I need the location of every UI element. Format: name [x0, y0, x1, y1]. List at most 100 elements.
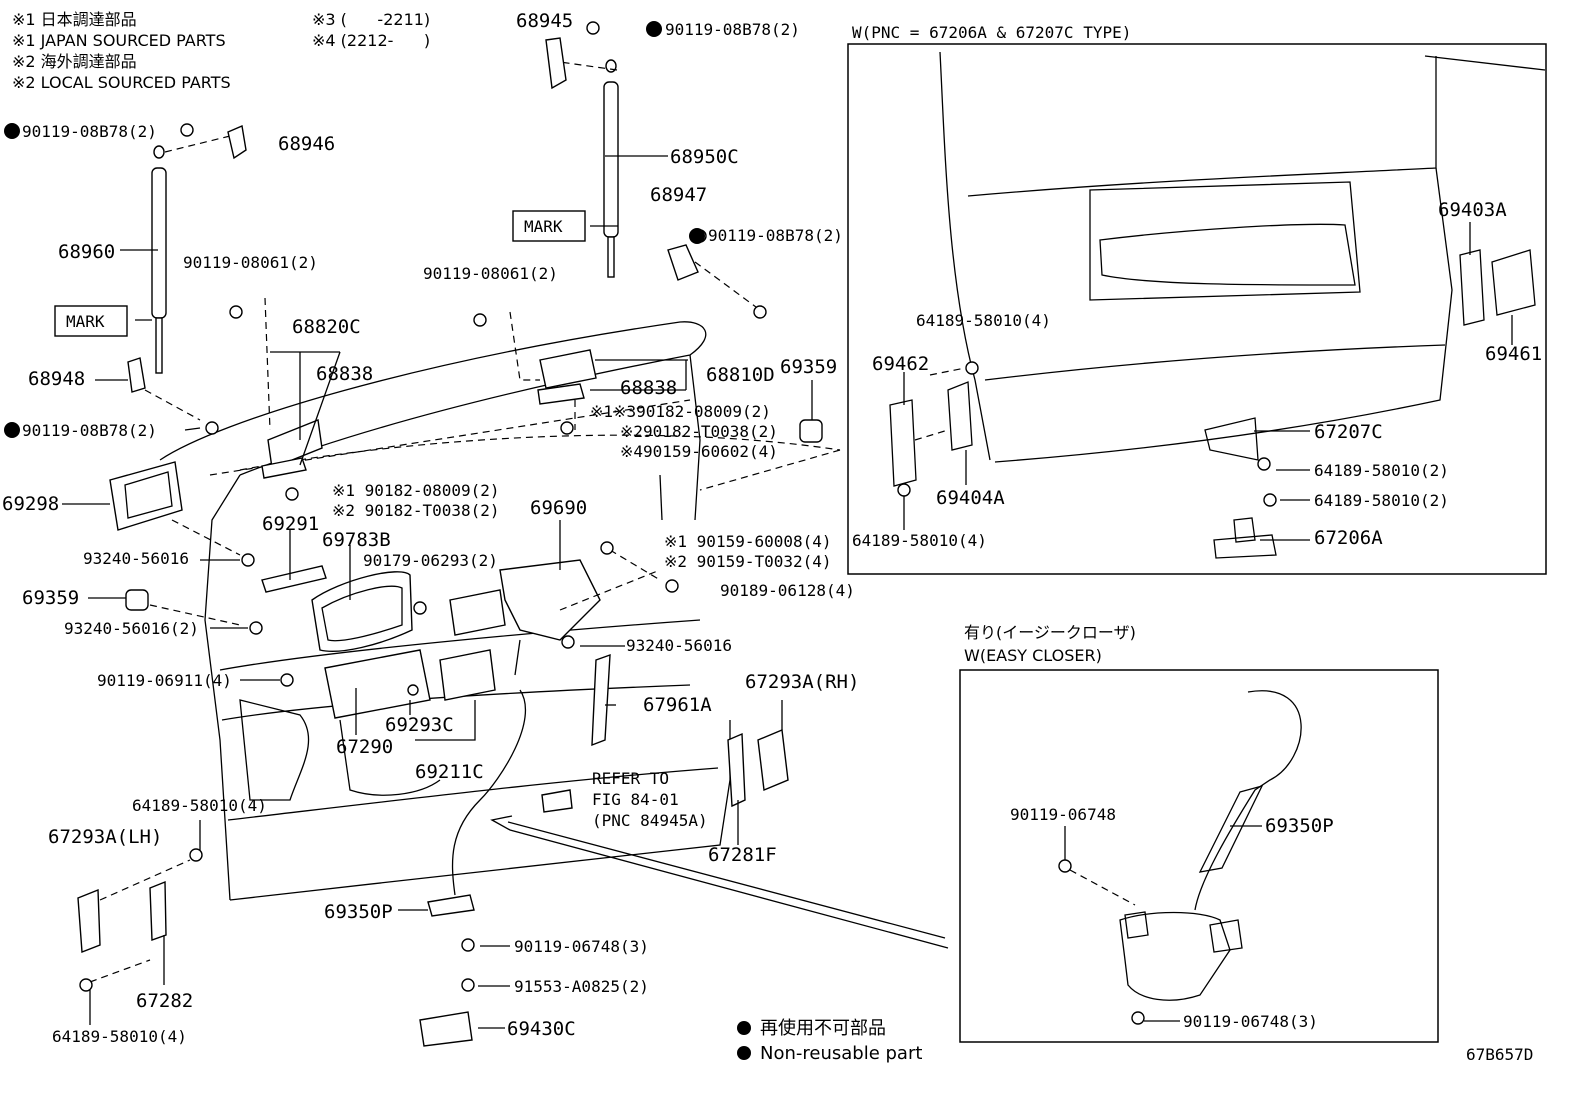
part-label: 90119-08B78(2) [665, 20, 800, 39]
part-label: 69298 [2, 493, 59, 515]
closer-69350P [427, 689, 527, 917]
part-label: 69461 [1485, 343, 1542, 365]
part-label: 69783B [322, 529, 391, 551]
switch-67961A [591, 653, 611, 747]
part-label: 93240-56016(2) [64, 619, 199, 638]
part-label: 64189-58010(2) [1314, 491, 1449, 510]
part-label: ※1 90159-60008(4) [664, 532, 832, 551]
inset-pnc-type: W(PNC = 67206A & 67207C TYPE) 69403A 641… [847, 23, 1547, 575]
reference-arrow [490, 815, 949, 949]
part-label: 90119-08B78(2) [708, 226, 843, 245]
diagram-code: 67B657D [1466, 1045, 1533, 1064]
stay-bracket-68948 [127, 357, 201, 421]
part-label: 93240-56016 [626, 636, 732, 655]
refer-label: (PNC 84945A) [592, 811, 708, 830]
bracket-67293A-RH [757, 728, 789, 792]
part-label: 91553-A0825(2) [514, 977, 649, 996]
part-label: ※290182-T0038(2) [620, 422, 778, 441]
part-label: 69350P [1265, 815, 1334, 837]
mark-label: MARK [524, 217, 563, 236]
part-label: 64189-58010(4) [916, 311, 1051, 330]
part-label: 68947 [650, 184, 707, 206]
hinge-68810D [537, 349, 597, 405]
part-label: 90119-08061(2) [183, 253, 318, 272]
reference-arrow-top [507, 821, 946, 939]
handle-assembly-69211C [324, 649, 496, 719]
note-4: ※4 (2212- ) [312, 31, 430, 50]
damper-stay-right [559, 59, 619, 278]
part-label: 69462 [872, 353, 929, 375]
inset-title-jp: 有り(イージークローザ) [964, 623, 1136, 642]
part-label: 68950C [670, 146, 739, 168]
part-label: 64189-58010(4) [852, 531, 987, 550]
refer-part [541, 789, 573, 813]
non-reusable-marker [737, 1046, 751, 1060]
note-local-jp: ※2 海外調達部品 [12, 52, 137, 71]
part-label: 90119-06748 [1010, 805, 1116, 824]
part-label: 69403A [1438, 199, 1507, 221]
part-label: ※1※390182-08009(2) [590, 402, 771, 421]
part-label: 67290 [336, 736, 393, 758]
part-label: ※1 90182-08009(2) [332, 481, 500, 500]
part-label: 67961A [643, 694, 712, 716]
legend: 再使用不可部品 Non-reusable part [737, 1018, 922, 1064]
part-label: 90119-08061(2) [423, 264, 558, 283]
part-label: 68945 [516, 10, 573, 32]
part-label: 64189-58010(4) [132, 796, 267, 815]
part-label: 69293C [385, 714, 454, 736]
part-label: 68946 [278, 133, 335, 155]
non-reusable-marker [4, 123, 20, 139]
bracket-67293A-LH [77, 888, 101, 953]
non-reusable-marker [646, 21, 662, 37]
cover-69430C [419, 1011, 473, 1047]
mark-callout-right: MARK [512, 210, 586, 242]
part-label: 67207C [1314, 421, 1383, 443]
part-label: 69350P [324, 901, 393, 923]
part-label: 69211C [415, 761, 484, 783]
hinge-68820C [261, 419, 323, 479]
part-label: 90119-08B78(2) [22, 122, 157, 141]
refer-label: FIG 84-01 [592, 790, 679, 809]
part-label: 68838 [316, 363, 373, 385]
part-label: 67206A [1314, 527, 1383, 549]
part-label: 69404A [936, 487, 1005, 509]
part-label: 68838 [620, 377, 677, 399]
damper-stay-left [151, 135, 231, 374]
part-label: 68960 [58, 241, 115, 263]
part-label: 90119-06748(3) [514, 937, 649, 956]
refer-label: REFER TO [592, 769, 669, 788]
part-label: 64189-58010(2) [1314, 461, 1449, 480]
part-label: 67282 [136, 990, 193, 1012]
part-label: 90119-06911(4) [97, 671, 232, 690]
part-label: 67281F [708, 844, 777, 866]
part-label: 68948 [28, 368, 85, 390]
legend-jp: 再使用不可部品 [760, 1018, 886, 1039]
part-label: ※2 90159-T0032(4) [664, 552, 832, 571]
stay-bracket-68947 [667, 244, 699, 281]
part-label: ※2 90182-T0038(2) [332, 501, 500, 520]
inset-title: W(PNC = 67206A & 67207C TYPE) [852, 23, 1131, 42]
part-label: ※490159-60602(4) [620, 442, 778, 461]
non-reusable-marker [737, 1021, 751, 1035]
bracket-67281F [727, 732, 746, 808]
note-3: ※3 ( -2211) [312, 10, 430, 29]
handle-cover-69783B [311, 571, 413, 652]
part-label: 69291 [262, 513, 319, 535]
non-reusable-marker [4, 422, 20, 438]
non-reusable-marker [689, 228, 705, 244]
part-label: 90189-06128(4) [720, 581, 855, 600]
part-label: 69359 [780, 356, 837, 378]
part-label: 68810D [706, 364, 775, 386]
part-label: 69690 [530, 497, 587, 519]
part-label: 67293A(RH) [745, 671, 859, 693]
cushion-69359-right [799, 419, 823, 443]
screws [79, 21, 767, 992]
leader-lines [62, 155, 813, 1029]
mark-callout-left: MARK [54, 305, 128, 337]
part-label: 90119-06748(3) [1183, 1012, 1318, 1031]
bracket-67282 [149, 880, 167, 941]
fastener-dash-lines [89, 261, 841, 983]
legend-en: Non-reusable part [760, 1043, 922, 1064]
